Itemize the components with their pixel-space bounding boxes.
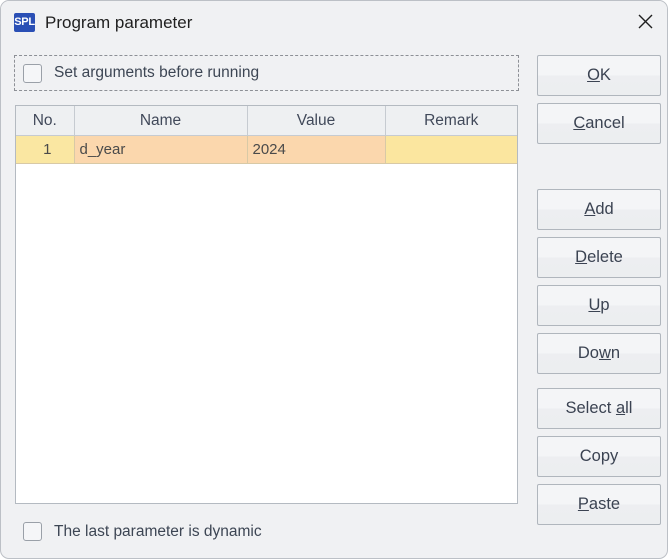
cell-name[interactable]: d_year [74,135,248,164]
last-parameter-dynamic-row[interactable]: The last parameter is dynamic [23,522,262,541]
dialog-title: Program parameter [45,13,193,32]
table-header-row: No. Name Value Remark [16,106,517,136]
close-icon[interactable] [621,1,667,41]
up-button[interactable]: Up [537,285,661,326]
ok-button[interactable]: OK [537,55,661,96]
delete-button[interactable]: Delete [537,237,661,278]
set-arguments-label: Set arguments before running [54,64,260,81]
title-bar: SPL Program parameter [1,1,667,45]
down-button[interactable]: Down [537,333,661,374]
column-header-no[interactable]: No. [16,106,75,136]
parameter-table[interactable]: No. Name Value Remark 1 d_year 2024 [15,105,518,504]
cell-no[interactable]: 1 [16,135,75,164]
spl-app-icon: SPL [14,13,35,32]
table-row[interactable]: 1 d_year 2024 [16,135,517,164]
column-header-name[interactable]: Name [74,106,248,136]
delete-button-label: Delete [575,248,623,266]
select-all-button-label: Select all [565,399,633,417]
column-header-remark[interactable]: Remark [385,106,517,136]
paste-button[interactable]: Paste [537,484,661,525]
ok-button-label: OK [587,66,611,84]
up-button-label: Up [588,296,610,314]
cancel-button-label: Cancel [573,114,625,132]
add-button-label: Add [584,200,614,218]
set-arguments-checkbox-row[interactable]: Set arguments before running [14,55,519,91]
set-arguments-checkbox[interactable] [23,63,42,83]
select-all-button[interactable]: Select all [537,388,661,429]
column-header-value[interactable]: Value [247,106,386,136]
copy-button-label: Copy [579,447,619,465]
cancel-button[interactable]: Cancel [537,103,661,144]
last-parameter-dynamic-label: The last parameter is dynamic [54,522,262,540]
paste-button-label: Paste [577,495,621,513]
cell-value[interactable]: 2024 [247,135,386,164]
copy-button[interactable]: Copy [537,436,661,477]
last-parameter-dynamic-checkbox[interactable] [23,522,42,541]
cell-remark[interactable] [385,135,517,164]
down-button-label: Down [577,344,621,362]
add-button[interactable]: Add [537,189,661,230]
